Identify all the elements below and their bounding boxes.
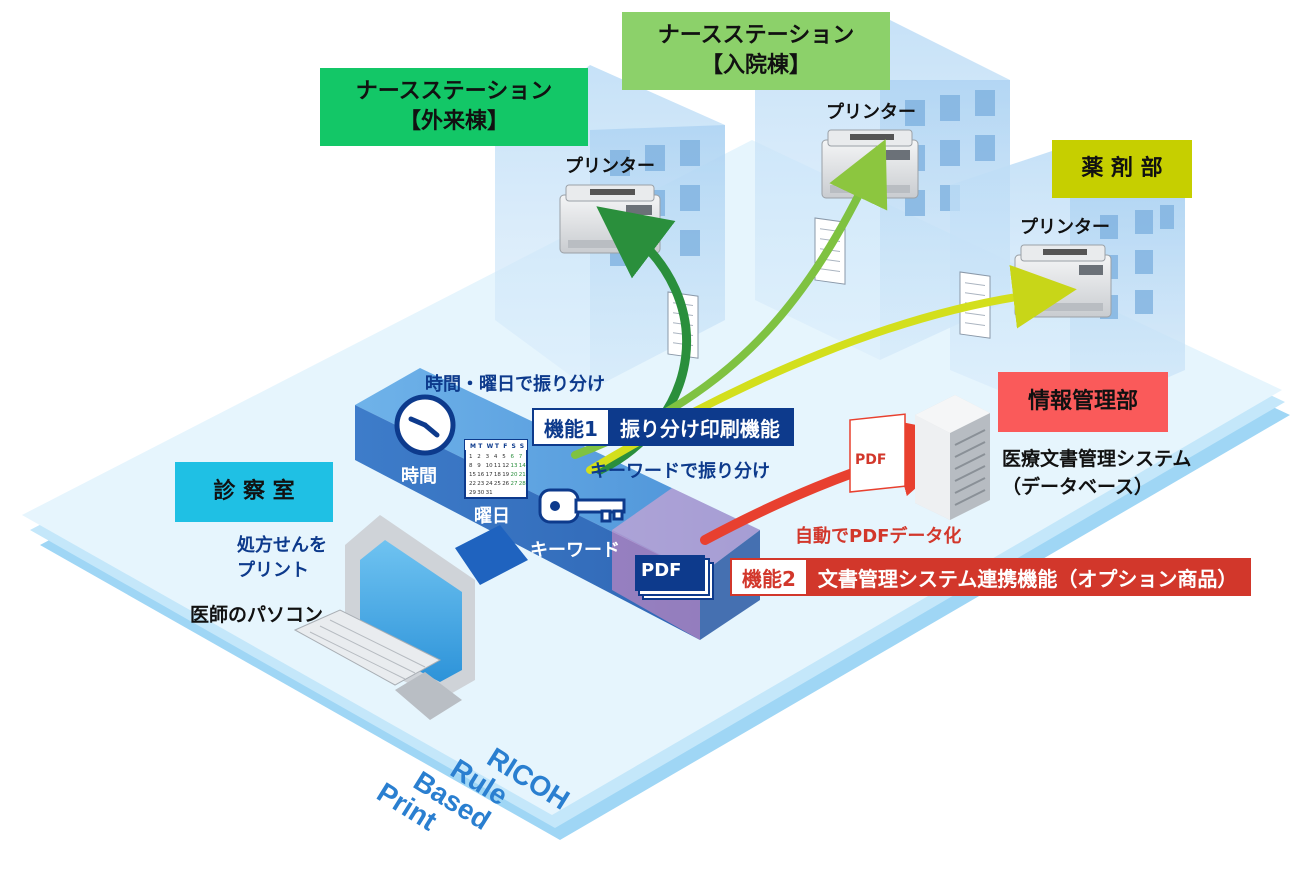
station-inpatient: ナースステーション 【入院棟】: [622, 12, 890, 90]
calendar-date: 31: [486, 490, 493, 496]
feature-1-banner: 機能1 振り分け印刷機能: [532, 408, 794, 446]
keyword-label: キーワード: [530, 540, 620, 561]
doc-system-label: 医療文書管理システム （データベース）: [1002, 446, 1191, 501]
calendar-date: 13: [511, 463, 518, 469]
calendar-date: 11: [494, 463, 501, 469]
calendar-date: 29: [469, 490, 476, 496]
printer-pharmacy-icon: [1014, 244, 1112, 318]
calendar-day-header: F: [503, 443, 507, 450]
key-icon: [538, 488, 626, 524]
pdf-badge-label: PDF: [641, 560, 682, 581]
clock-icon: [394, 394, 456, 456]
print-rx-label: 処方せんを プリント: [237, 533, 327, 583]
calendar-date: 26: [502, 481, 509, 487]
station-outpatient-sub: 【外来棟】: [398, 109, 509, 134]
calendar-date: 10: [486, 463, 493, 469]
calendar-day-header: T: [495, 443, 500, 450]
station-info-mgmt: 情報管理部: [998, 372, 1168, 432]
calendar-day-header: M: [470, 443, 476, 450]
calendar-date: 3: [486, 454, 490, 460]
pdf-document-icon: [849, 413, 906, 493]
calendar-day-header: W: [487, 443, 494, 450]
feature-2-number: 機能2: [732, 560, 806, 594]
keyboard-icon: [293, 609, 442, 686]
calendar-date: 15: [469, 472, 476, 478]
calendar-date: 28: [519, 481, 526, 487]
keyword-sort-label: キーワードで振り分け: [590, 461, 770, 482]
pdf-doc-label: PDF: [855, 452, 887, 468]
station-exam-room-title: 診 察 室: [213, 479, 295, 505]
pdf-stack-icon: [635, 555, 714, 600]
calendar-day-header: S: [512, 443, 516, 450]
station-outpatient: ナースステーション 【外来棟】: [320, 68, 588, 146]
time-label: 時間: [401, 466, 437, 487]
station-pharmacy-title: 薬 剤 部: [1081, 156, 1163, 182]
calendar-date: 1: [469, 454, 473, 460]
calendar-date: 30: [477, 490, 484, 496]
station-info-mgmt-title: 情報管理部: [1027, 389, 1138, 415]
calendar-date: 22: [469, 481, 476, 487]
station-inpatient-title: ナースステーション: [657, 23, 855, 49]
doctor-pc-label: 医師のパソコン: [190, 604, 324, 626]
printer-outpatient-label: プリンター: [565, 156, 655, 177]
calendar-date: 2: [477, 454, 481, 460]
feature-2-banner: 機能2 文書管理システム連携機能（オプション商品）: [730, 558, 1252, 596]
calendar-date: 23: [477, 481, 484, 487]
station-outpatient-title: ナースステーション: [355, 79, 553, 105]
feature-2-title: 文書管理システム連携機能（オプション商品）: [805, 560, 1250, 594]
calendar-date: 16: [477, 472, 484, 478]
calendar-date: 19: [502, 472, 509, 478]
calendar-date: 18: [494, 472, 501, 478]
calendar-day-header: S: [520, 443, 524, 450]
calendar-date: 21: [519, 472, 526, 478]
print-rx-line1: 処方せんを: [237, 535, 327, 556]
calendar-date: 8: [469, 463, 473, 469]
rule-based-print-diagram: MTWTFSS123456789101112131415161718192021…: [22, 15, 1290, 840]
station-pharmacy: 薬 剤 部: [1052, 140, 1192, 198]
pc-link: [455, 525, 528, 585]
calendar-date: 20: [511, 472, 518, 478]
time-day-sort-label: 時間・曜日で振り分け: [425, 374, 605, 395]
calendar-date: 25: [494, 481, 501, 487]
calendar-date: 4: [494, 454, 498, 460]
calendar-date: 27: [511, 481, 518, 487]
printer-pharmacy-label: プリンター: [1020, 217, 1110, 238]
printer-inpatient-label: プリンター: [826, 102, 916, 123]
doc-system-line2: （データベース）: [1002, 475, 1154, 498]
day-label: 曜日: [474, 506, 510, 527]
feature-1-title: 振り分け印刷機能: [607, 410, 792, 444]
auto-pdf-label: 自動でPDFデータ化: [795, 526, 962, 547]
calendar-date: 9: [477, 463, 481, 469]
calendar-date: 5: [502, 454, 506, 460]
station-exam-room: 診 察 室: [175, 462, 333, 522]
print-conduit: [355, 368, 760, 640]
calendar-date: 12: [502, 463, 509, 469]
server-icon: [915, 395, 990, 520]
feature-1-number: 機能1: [534, 410, 608, 444]
calendar-date: 7: [519, 454, 523, 460]
calendar-date: 14: [519, 463, 526, 469]
station-inpatient-sub: 【入院棟】: [700, 53, 811, 78]
doc-system-line1: 医療文書管理システム: [1002, 448, 1192, 470]
calendar-day-header: T: [478, 443, 483, 450]
printer-inpatient-icon: [821, 129, 919, 199]
calendar-date: 24: [486, 481, 493, 487]
calendar-date: 6: [511, 454, 515, 460]
calendar-date: 17: [486, 472, 493, 478]
print-rx-line2: プリント: [237, 560, 309, 582]
